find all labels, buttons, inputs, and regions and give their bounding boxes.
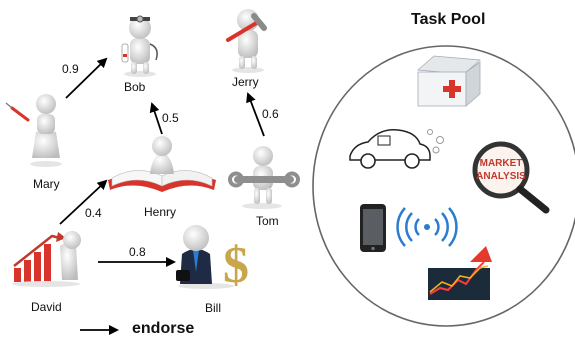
magnifier-text-line-2: ANALYSIS [476,171,526,182]
henry-label: Henry [144,205,177,219]
edge-weight-tom-jerry: 0.6 [262,107,279,121]
edge-weight-henry-bob: 0.5 [162,111,179,125]
mary-label: Mary [33,177,60,191]
stock-chart-icon [428,246,492,300]
edge-weight-david-bill: 0.8 [129,245,146,259]
david-figure [12,231,81,287]
david-label: David [31,300,62,314]
edge-weight-mary-bob: 0.9 [62,62,79,76]
jerry-figure [226,9,267,73]
edge-david-henry [59,179,108,225]
task-pool-title: Task Pool [411,11,486,28]
smartphone-icon [360,204,386,252]
bob-figure [121,15,158,77]
magnifier-text-line-1: MARKET [480,158,523,169]
bob-label: Bob [124,80,146,94]
first-aid-kit-icon [417,55,481,107]
tom-figure [228,146,300,209]
task-pool-ellipse [312,45,575,327]
edge-mary-bob [65,57,108,99]
bill-figure: $ [176,225,249,294]
tom-label: Tom [256,214,279,228]
mary-figure [5,94,62,167]
henry-figure [108,136,216,192]
edge-tom-jerry [246,92,265,137]
legend-label: endorse [132,320,195,337]
bill-label: Bill [205,301,222,315]
svg-text:$: $ [223,237,249,294]
edge-weight-david-henry: 0.4 [85,206,102,220]
edge-henry-bob [149,102,163,135]
wireless-signal-icon [396,207,458,247]
market-analysis-magnifier-icon: MARKET ANALYSIS [472,141,550,214]
car-icon [349,129,444,169]
jerry-label: Jerry [232,75,259,89]
